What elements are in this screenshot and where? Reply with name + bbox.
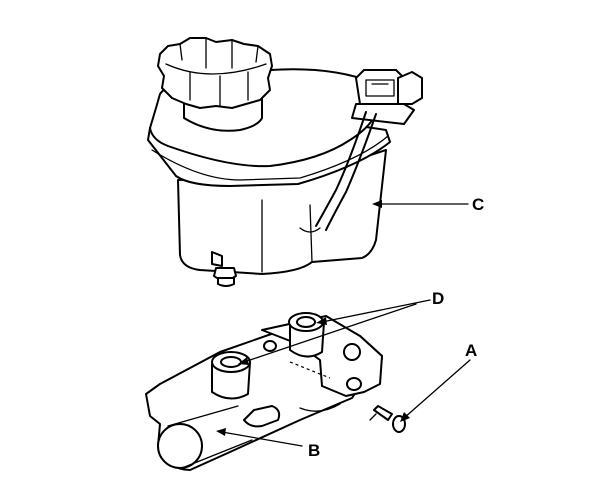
brake-fluid-reservoir — [147, 37, 423, 287]
callout-label-a: A — [465, 341, 477, 360]
callout-leader-c — [372, 200, 469, 208]
master-cylinder — [145, 312, 406, 471]
callout-label-c: C — [472, 195, 484, 214]
callout-leader-b — [216, 428, 303, 447]
callout-leader-d — [238, 299, 431, 365]
callout-label-b: B — [308, 441, 320, 460]
callout-leader-a — [400, 359, 471, 422]
callout-label-d: D — [432, 289, 444, 308]
